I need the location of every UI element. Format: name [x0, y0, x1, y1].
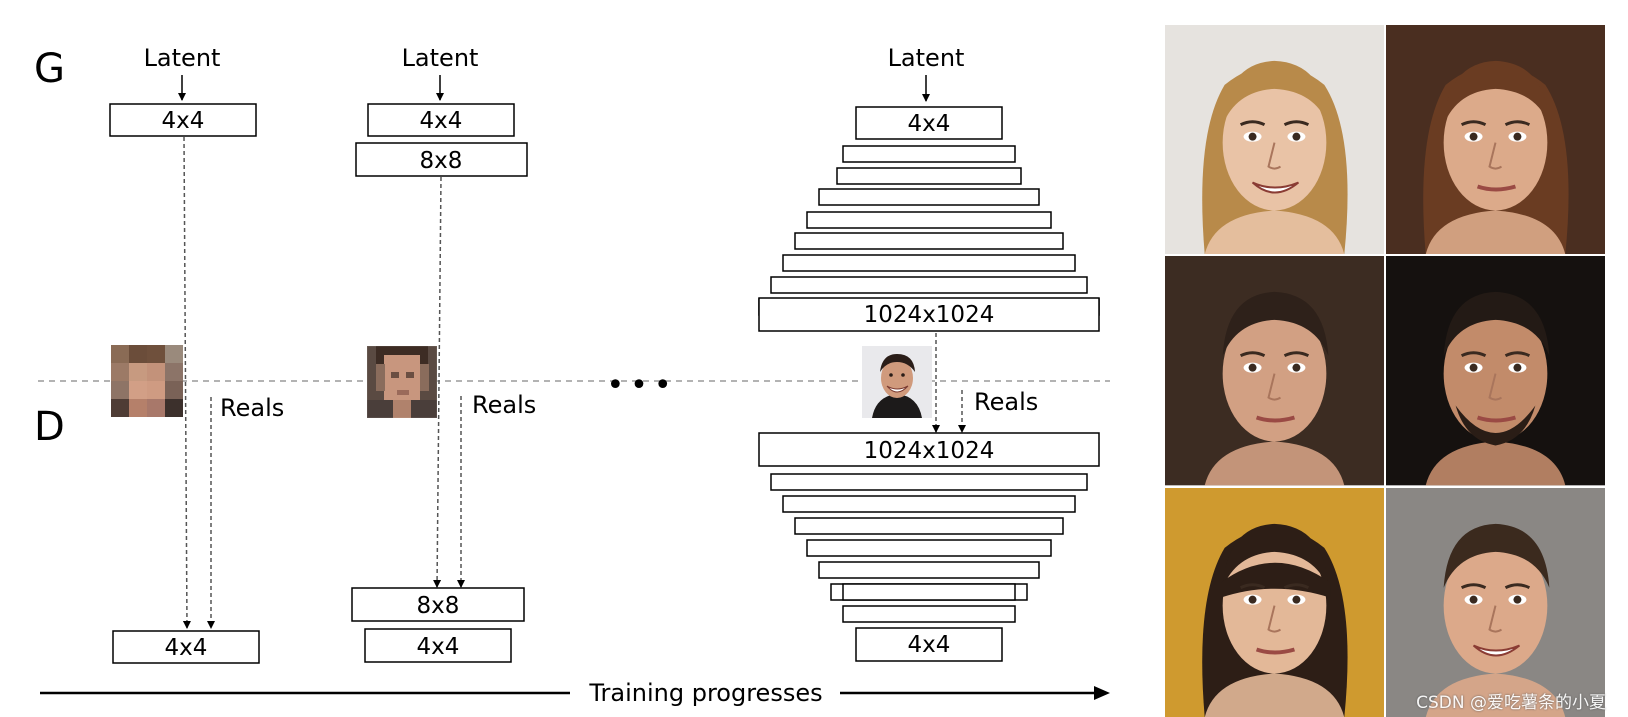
latent-label: Latent — [888, 44, 965, 72]
reals-label: Reals — [220, 394, 284, 422]
d-block — [351, 587, 525, 622]
face-woman-bob-icon — [1165, 487, 1384, 717]
ellipsis: ••• — [606, 368, 677, 403]
pixelated-face-4x4-icon — [111, 345, 183, 417]
latent-label: Latent — [402, 44, 479, 72]
generated-path — [433, 176, 442, 588]
g-block — [855, 106, 1003, 140]
d-block — [758, 432, 1100, 467]
g-block-label: 4x4 — [162, 108, 205, 134]
generator-label: G — [34, 46, 65, 92]
face-1024x1024-icon — [862, 346, 932, 418]
d-block-label: 8x8 — [417, 593, 460, 619]
progressive-gan-diagram: G D Latent 4x4 Reals 4x4 Latent 4x4 8x8 … — [34, 44, 1110, 707]
face-man-beard-icon — [1386, 256, 1605, 486]
d-block — [855, 627, 1003, 662]
d-block — [364, 628, 512, 663]
pixelated-face-8x8-icon — [366, 345, 438, 419]
d-block-label: 1024x1024 — [864, 438, 995, 464]
g-block — [794, 232, 1064, 250]
face-man-short-hair-icon — [1165, 256, 1384, 486]
g-block-label: 1024x1024 — [864, 302, 995, 328]
discriminator-stack: 1024x1024 4x4 — [758, 432, 1100, 662]
g-block — [109, 103, 257, 137]
latent-label: Latent — [144, 44, 221, 72]
g-block-label: 4x4 — [420, 108, 463, 134]
generated-path — [182, 136, 191, 629]
d-block — [782, 495, 1076, 513]
g-block — [782, 254, 1076, 272]
g-block — [818, 188, 1040, 206]
d-block-label: 4x4 — [165, 635, 208, 661]
generated-faces-gallery — [1165, 25, 1605, 717]
generator-stack: 4x4 1024x1024 — [758, 106, 1100, 332]
g-block-label: 4x4 — [908, 111, 951, 137]
d-block — [806, 539, 1052, 557]
g-block — [758, 297, 1100, 332]
training-label: Training progresses — [588, 679, 822, 707]
d-block — [794, 517, 1064, 535]
g-block — [806, 211, 1052, 229]
training-arrowhead — [1094, 686, 1110, 700]
face-woman-blonde-icon — [1165, 25, 1384, 255]
watermark: CSDN @爱吃薯条的小夏 — [1416, 693, 1606, 713]
reals-label: Reals — [974, 388, 1038, 416]
d-block — [842, 583, 1016, 601]
g-block — [836, 167, 1022, 185]
g-block-label: 8x8 — [420, 148, 463, 174]
g-block — [842, 145, 1016, 163]
d-block — [842, 605, 1016, 623]
face-woman-brunette-icon — [1386, 25, 1605, 255]
reals-label: Reals — [472, 391, 536, 419]
g-block — [367, 103, 515, 137]
discriminator-label: D — [34, 404, 65, 450]
face-man-smiling-icon — [1386, 487, 1605, 717]
d-block — [818, 561, 1040, 579]
g-block — [770, 276, 1088, 294]
g-block — [355, 142, 528, 177]
d-block-label: 4x4 — [417, 634, 460, 660]
d-block-label: 4x4 — [908, 632, 951, 658]
d-block — [770, 473, 1088, 491]
d-block — [112, 630, 260, 664]
